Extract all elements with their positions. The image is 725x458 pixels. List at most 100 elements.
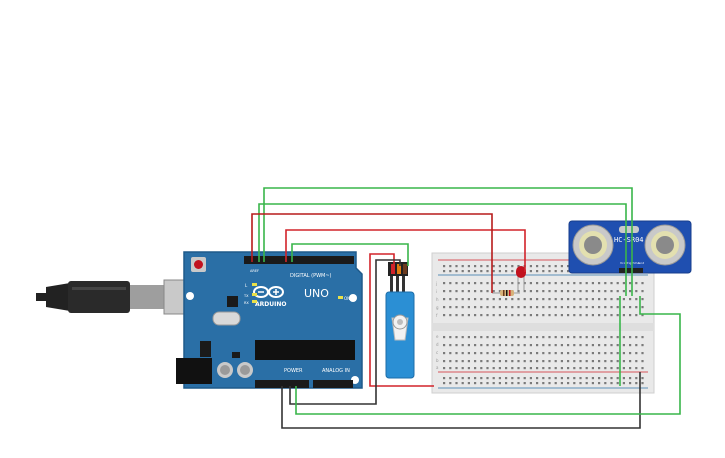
breadboard-hole[interactable]: [554, 336, 557, 339]
breadboard-hole[interactable]: [474, 360, 477, 363]
breadboard-hole[interactable]: [573, 377, 576, 380]
breadboard-hole[interactable]: [573, 382, 576, 385]
breadboard-hole[interactable]: [585, 298, 588, 301]
breadboard-hole[interactable]: [443, 377, 446, 380]
breadboard-hole[interactable]: [542, 306, 545, 309]
breadboard-hole[interactable]: [529, 290, 532, 293]
breadboard-hole[interactable]: [505, 306, 508, 309]
breadboard-hole[interactable]: [511, 360, 514, 363]
breadboard-hole[interactable]: [554, 360, 557, 363]
breadboard-hole[interactable]: [443, 306, 446, 309]
wire-led-red[interactable]: [285, 229, 526, 272]
breadboard-hole[interactable]: [610, 367, 613, 370]
breadboard-hole[interactable]: [449, 352, 452, 355]
breadboard-hole[interactable]: [585, 360, 588, 363]
breadboard-hole[interactable]: [486, 336, 489, 339]
breadboard-hole[interactable]: [641, 352, 644, 355]
breadboard-hole[interactable]: [560, 298, 563, 301]
breadboard-hole[interactable]: [523, 352, 526, 355]
breadboard-hole[interactable]: [573, 360, 576, 363]
breadboard-hole[interactable]: [610, 290, 613, 293]
breadboard-hole[interactable]: [480, 377, 483, 380]
breadboard-hole[interactable]: [622, 314, 625, 317]
breadboard-hole[interactable]: [449, 367, 452, 370]
breadboard-hole[interactable]: [480, 352, 483, 355]
breadboard-hole[interactable]: [536, 360, 539, 363]
breadboard-hole[interactable]: [616, 344, 619, 347]
breadboard-hole[interactable]: [449, 377, 452, 380]
breadboard-hole[interactable]: [591, 290, 594, 293]
breadboard-hole[interactable]: [523, 298, 526, 301]
breadboard-hole[interactable]: [554, 352, 557, 355]
breadboard-hole[interactable]: [529, 282, 532, 285]
breadboard-hole[interactable]: [567, 306, 570, 309]
breadboard-hole[interactable]: [474, 352, 477, 355]
breadboard-hole[interactable]: [622, 344, 625, 347]
breadboard-hole[interactable]: [548, 282, 551, 285]
resistor-icon[interactable]: [492, 290, 520, 296]
breadboard-hole[interactable]: [585, 382, 588, 385]
breadboard-hole[interactable]: [443, 352, 446, 355]
breadboard-hole[interactable]: [511, 336, 514, 339]
breadboard-hole[interactable]: [443, 290, 446, 293]
breadboard-hole[interactable]: [474, 377, 477, 380]
breadboard-hole[interactable]: [598, 336, 601, 339]
breadboard-hole[interactable]: [505, 314, 508, 317]
breadboard-hole[interactable]: [591, 367, 594, 370]
breadboard-hole[interactable]: [529, 314, 532, 317]
breadboard-hole[interactable]: [474, 314, 477, 317]
breadboard-hole[interactable]: [449, 270, 452, 273]
breadboard-hole[interactable]: [610, 382, 613, 385]
breadboard-hole[interactable]: [480, 336, 483, 339]
breadboard-hole[interactable]: [635, 282, 638, 285]
breadboard-hole[interactable]: [536, 270, 539, 273]
breadboard-hole[interactable]: [449, 298, 452, 301]
breadboard-hole[interactable]: [622, 360, 625, 363]
breadboard-hole[interactable]: [610, 352, 613, 355]
breadboard-hole[interactable]: [467, 314, 470, 317]
breadboard-hole[interactable]: [443, 298, 446, 301]
breadboard-hole[interactable]: [598, 282, 601, 285]
breadboard-hole[interactable]: [598, 377, 601, 380]
breadboard-hole[interactable]: [480, 282, 483, 285]
breadboard-hole[interactable]: [461, 265, 464, 268]
breadboard-hole[interactable]: [548, 298, 551, 301]
breadboard-hole[interactable]: [629, 382, 632, 385]
breadboard-hole[interactable]: [486, 382, 489, 385]
breadboard-hole[interactable]: [480, 314, 483, 317]
breadboard-hole[interactable]: [536, 377, 539, 380]
breadboard-hole[interactable]: [629, 367, 632, 370]
breadboard-hole[interactable]: [492, 367, 495, 370]
breadboard-hole[interactable]: [443, 344, 446, 347]
breadboard-hole[interactable]: [467, 306, 470, 309]
breadboard-hole[interactable]: [511, 306, 514, 309]
breadboard-hole[interactable]: [523, 360, 526, 363]
breadboard-hole[interactable]: [449, 282, 452, 285]
breadboard-hole[interactable]: [598, 306, 601, 309]
breadboard-hole[interactable]: [610, 344, 613, 347]
breadboard-hole[interactable]: [591, 336, 594, 339]
breadboard-hole[interactable]: [598, 290, 601, 293]
breadboard-hole[interactable]: [542, 382, 545, 385]
breadboard-hole[interactable]: [511, 265, 514, 268]
breadboard-hole[interactable]: [443, 336, 446, 339]
breadboard-hole[interactable]: [641, 367, 644, 370]
breadboard-hole[interactable]: [492, 270, 495, 273]
breadboard-hole[interactable]: [604, 352, 607, 355]
breadboard-hole[interactable]: [573, 344, 576, 347]
breadboard-hole[interactable]: [498, 352, 501, 355]
breadboard-hole[interactable]: [610, 314, 613, 317]
breadboard-hole[interactable]: [548, 360, 551, 363]
breadboard-hole[interactable]: [573, 352, 576, 355]
breadboard-hole[interactable]: [567, 298, 570, 301]
breadboard-hole[interactable]: [536, 382, 539, 385]
breadboard-hole[interactable]: [629, 377, 632, 380]
breadboard-hole[interactable]: [455, 298, 458, 301]
wire-servo-signal[interactable]: [291, 243, 409, 266]
digital-header[interactable]: [244, 256, 354, 264]
breadboard-hole[interactable]: [461, 344, 464, 347]
breadboard-hole[interactable]: [492, 265, 495, 268]
breadboard-hole[interactable]: [529, 344, 532, 347]
breadboard-hole[interactable]: [542, 282, 545, 285]
breadboard-hole[interactable]: [610, 360, 613, 363]
